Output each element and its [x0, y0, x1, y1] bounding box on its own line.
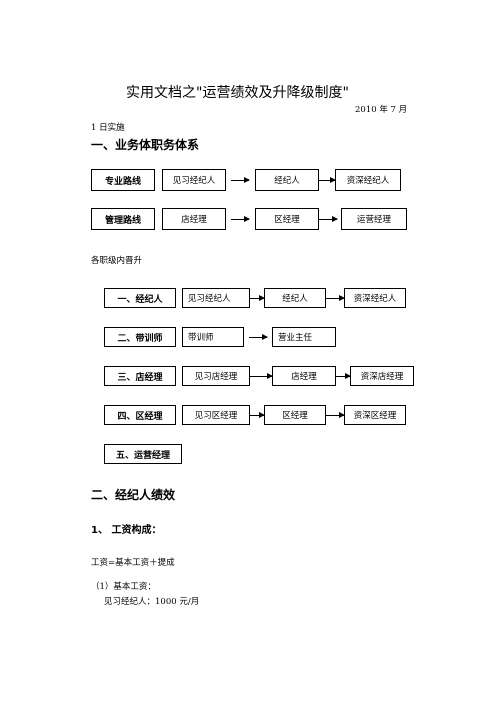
level-label: 一、经纪人	[104, 288, 176, 308]
track-step: 见习经纪人	[162, 169, 226, 191]
level-label: 五、运营经理	[104, 444, 182, 464]
level-label: 三、店经理	[104, 366, 176, 386]
track-step: 资深经纪人	[335, 169, 401, 191]
arrow-icon	[250, 412, 265, 418]
salary-formula: 工资=基本工资＋提成	[91, 558, 175, 568]
date-line-1: 2010 年 7 月	[355, 105, 408, 115]
section-2-heading: 二、经纪人绩效	[91, 488, 176, 502]
level-step: 经纪人	[264, 288, 326, 308]
arrow-icon	[336, 373, 351, 379]
arrow-icon	[249, 334, 268, 340]
level-step: 见习店经理	[182, 366, 250, 386]
level-step: 区经理	[264, 405, 326, 425]
level-step: 店经理	[272, 366, 336, 386]
level-label: 四、区经理	[104, 405, 176, 425]
promotion-heading: 各职级内晋升	[91, 256, 143, 266]
date-line-2: 1 日实施	[91, 123, 125, 133]
track-step: 区经理	[255, 208, 319, 230]
level-step: 见习区经理	[182, 405, 250, 425]
track-label-professional: 专业路线	[91, 169, 155, 191]
level-step: 资深店经理	[350, 366, 414, 386]
arrow-icon	[231, 216, 250, 222]
track-step: 运营经理	[341, 208, 407, 230]
track-label-management: 管理路线	[91, 208, 155, 230]
item-line: 见习经纪人：1000 元/月	[104, 597, 200, 607]
level-step: 资深区经理	[344, 405, 406, 425]
level-step: 见习经纪人	[182, 288, 250, 308]
arrow-icon	[319, 177, 336, 183]
document-title: 实用文档之"运营绩效及升降级制度"	[126, 85, 349, 101]
level-step: 资深经纪人	[344, 288, 406, 308]
arrow-icon	[326, 295, 345, 301]
level-step: 带训师	[182, 327, 244, 347]
level-label: 二、带训师	[104, 327, 176, 347]
arrow-icon	[231, 177, 250, 183]
arrow-icon	[250, 373, 273, 379]
arrow-icon	[326, 412, 345, 418]
section-1-heading: 一、业务体职务体系	[91, 138, 200, 152]
level-step: 营业主任	[272, 327, 336, 347]
arrow-icon	[250, 295, 265, 301]
track-step: 店经理	[162, 208, 226, 230]
item-heading: （1）基本工资：	[91, 582, 156, 592]
arrow-icon	[319, 216, 338, 222]
subsection-heading: 1、 工资构成：	[91, 525, 162, 536]
track-step: 经纪人	[255, 169, 319, 191]
